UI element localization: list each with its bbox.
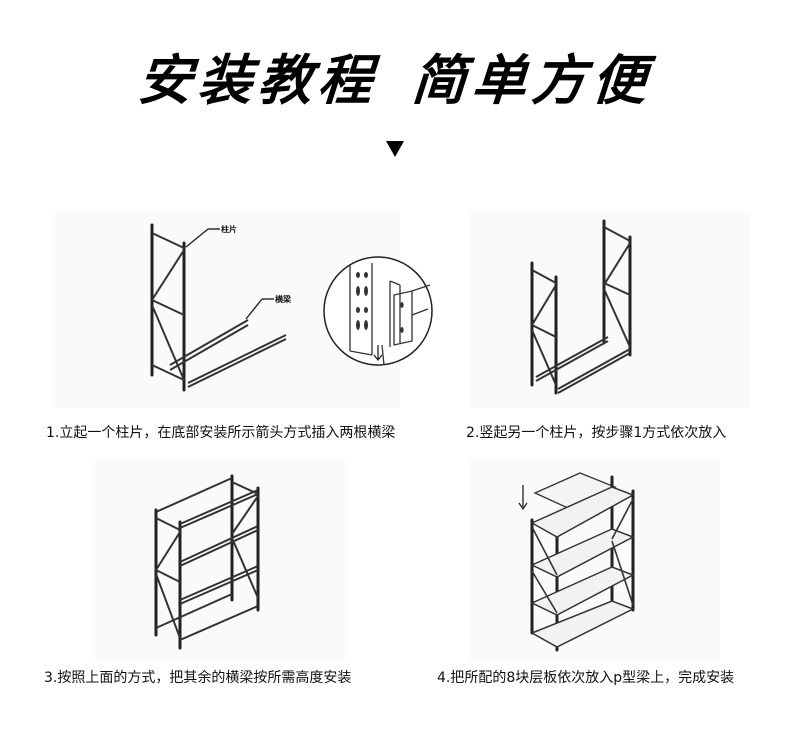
step-4-caption: 4.把所配的8块层板依次放入p型梁上，完成安装 (437, 670, 735, 686)
page-title: 安装教程简单方便 (0, 46, 790, 116)
step-2-panel (470, 212, 750, 408)
callout-column-frame: 柱片 (221, 225, 237, 234)
callout-beam: 横梁 (275, 295, 291, 304)
down-triangle-icon (386, 141, 404, 157)
step-1-caption: 1.立起一个柱片，在底部安装所示箭头方式插入两根横梁 (46, 425, 396, 441)
title-part-1: 安装教程 (135, 49, 381, 112)
step-3-caption: 3.按照上面的方式，把其余的横梁按所需高度安装 (44, 670, 352, 686)
two-frames-illustration (530, 219, 632, 395)
step-3-panel (95, 460, 345, 660)
title-part-2: 简单方便 (409, 49, 655, 112)
step-2-caption: 2.竖起另一个柱片，按步骤1方式依次放入 (466, 425, 727, 441)
single-frame-illustration (150, 223, 287, 392)
full-beams-illustration (154, 474, 260, 650)
beam-hook-detail-illustration (323, 256, 433, 366)
complete-shelf-illustration (518, 472, 635, 652)
